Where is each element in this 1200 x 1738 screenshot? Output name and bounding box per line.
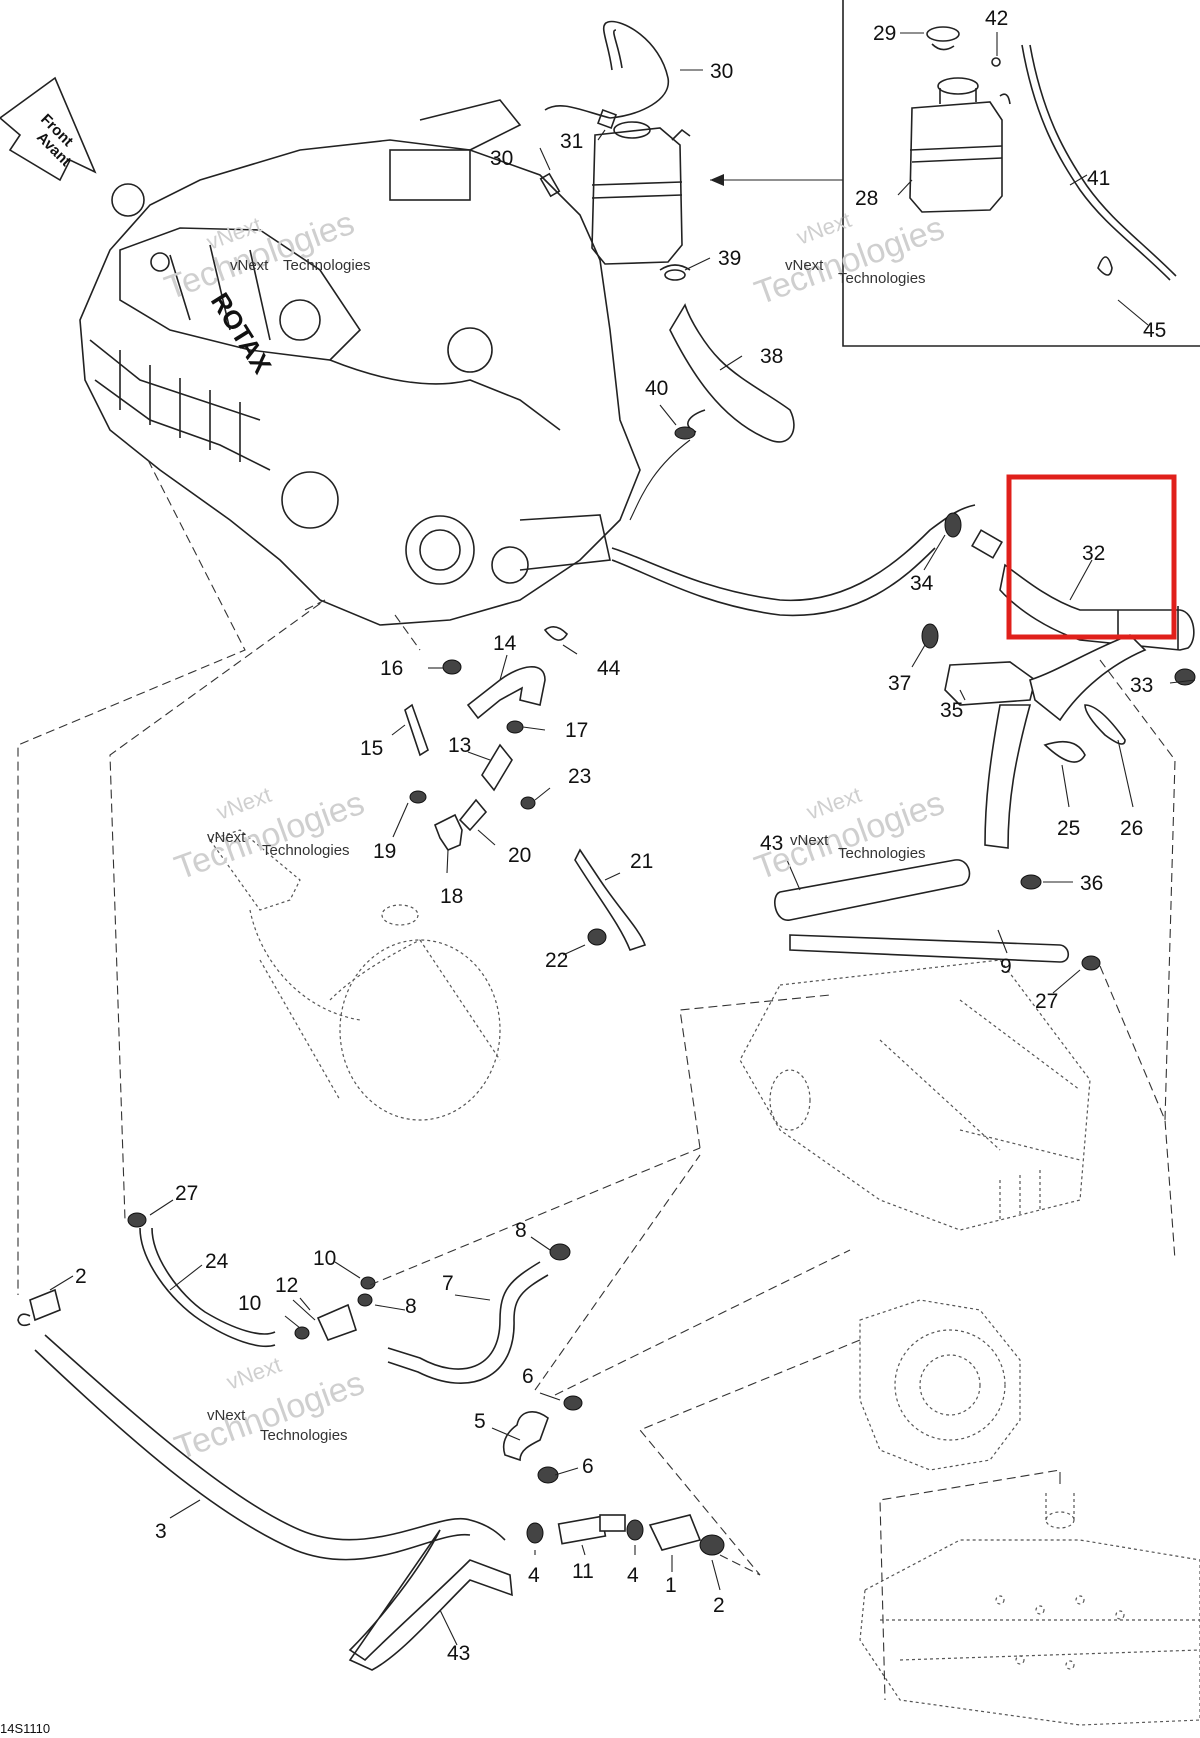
watermark-caption: Technologies — [838, 845, 926, 862]
callout: 27 — [175, 1182, 198, 1205]
coolant-tank-icon — [591, 121, 691, 265]
engine-illustration: ROTAX — [79, 99, 641, 626]
callout: 41 — [1087, 167, 1110, 190]
callout: 16 — [380, 657, 403, 680]
callout: 38 — [760, 345, 783, 368]
watermark-caption: vNext — [230, 257, 269, 274]
intercooler-illustration — [739, 959, 1091, 1231]
callout-labels: 29 42 30 28 41 45 30 31 30 39 38 40 32 3… — [75, 7, 1166, 1665]
callout: 30 — [710, 60, 733, 83]
watermark-caption: Technologies — [260, 1427, 348, 1444]
callout: 37 — [888, 672, 911, 695]
callout: 3 — [155, 1520, 167, 1543]
callout: 1 — [665, 1574, 677, 1597]
watermark-caption: Technologies — [283, 257, 371, 274]
watermark-caption: Technologies — [838, 270, 926, 287]
callout: 8 — [515, 1219, 527, 1242]
watermark-caption: vNext — [790, 832, 829, 849]
callout: 15 — [360, 737, 383, 760]
callout: 36 — [1080, 872, 1103, 895]
highlight-box — [1006, 474, 1177, 640]
front-direction-arrow: Front Avant — [0, 76, 97, 182]
watermark-caption: vNext — [207, 829, 246, 846]
pump-housing-illustration — [859, 1299, 1021, 1471]
callout: 4 — [627, 1564, 639, 1587]
callout: 20 — [508, 844, 531, 867]
engine-brand-mark: ROTAX — [205, 287, 278, 379]
callout: 18 — [440, 885, 463, 908]
inset-box — [710, 0, 1200, 347]
callout: 40 — [645, 377, 668, 400]
callout: 45 — [1143, 319, 1166, 342]
ride-plate-illustration — [859, 1490, 1200, 1726]
callout: 2 — [713, 1594, 725, 1617]
callout: 19 — [373, 840, 396, 863]
callout: 33 — [1130, 674, 1153, 697]
callout: 28 — [855, 187, 878, 210]
callout: 14 — [493, 632, 517, 655]
callout: 23 — [568, 765, 591, 788]
callout: 13 — [448, 734, 471, 757]
callout: 44 — [597, 657, 621, 680]
callout: 22 — [545, 949, 568, 972]
callout: 27 — [1035, 990, 1058, 1013]
watermark-caption: Technologies — [262, 842, 350, 859]
muffler-illustration — [209, 829, 501, 1121]
figure-id: 14S1110 — [0, 1721, 50, 1736]
leader-lines — [49, 32, 1196, 1646]
callout: 17 — [565, 719, 588, 742]
cap-icon — [926, 26, 960, 51]
callout: 10 — [313, 1247, 336, 1270]
callout: 8 — [405, 1295, 417, 1318]
watermark-line: vNext — [223, 1352, 284, 1395]
callout: 5 — [474, 1410, 486, 1433]
callout: 30 — [490, 147, 513, 170]
callout: 12 — [275, 1274, 298, 1297]
watermark-caption: vNext — [785, 257, 824, 274]
watermark-caption: vNext — [207, 1407, 246, 1424]
callout: 25 — [1057, 817, 1080, 840]
callout: 35 — [940, 699, 963, 722]
callout: 29 — [873, 22, 896, 45]
callout: 9 — [1000, 955, 1012, 978]
callout: 7 — [442, 1272, 454, 1295]
callout: 42 — [985, 7, 1008, 30]
callout: 39 — [718, 247, 741, 270]
callout: 26 — [1120, 817, 1143, 840]
callout: 21 — [630, 850, 653, 873]
callout: 24 — [205, 1250, 229, 1273]
callout: 32 — [1082, 542, 1105, 565]
callout: 10 — [238, 1292, 261, 1315]
watermark-caption-overlay: vNext Technologies vNext Technologies vN… — [207, 257, 926, 1444]
callout: 2 — [75, 1265, 87, 1288]
callout: 6 — [522, 1365, 534, 1388]
callout: 34 — [910, 572, 934, 595]
callout: 4 — [528, 1564, 540, 1587]
callout: 31 — [560, 130, 583, 153]
routing-lines — [17, 459, 1176, 1701]
callout: 6 — [582, 1455, 594, 1478]
expansion-tank-icon — [909, 77, 1011, 213]
callout: 11 — [572, 1560, 594, 1583]
callout: 43 — [760, 832, 783, 855]
callout: 43 — [447, 1642, 470, 1665]
